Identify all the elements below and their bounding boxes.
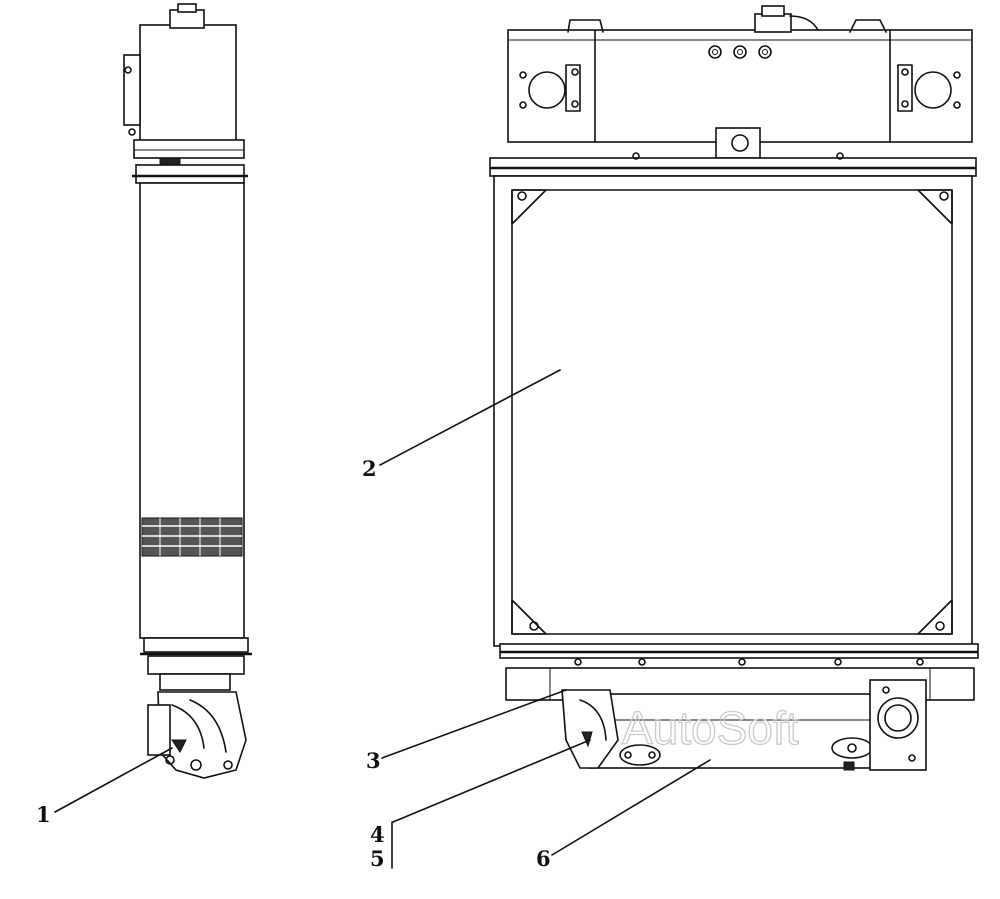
front-view-radiator — [489, 5, 979, 771]
leader-lines — [54, 369, 711, 869]
side-view-radiator — [123, 3, 252, 779]
side-view-core — [139, 182, 245, 639]
callout-6: 6 — [536, 846, 551, 871]
front-view-core — [493, 175, 973, 647]
callout-5: 5 — [370, 846, 385, 871]
side-view-outlet-elbow — [147, 691, 247, 779]
callout-1: 1 — [36, 802, 51, 827]
front-view-top-tank — [489, 5, 977, 186]
callout-3: 3 — [366, 748, 381, 773]
side-view-top-tank — [123, 3, 248, 184]
front-view-bottom-tank — [499, 643, 979, 771]
side-view-bottom-tank — [140, 637, 252, 691]
watermark-text: AutoSoft — [622, 702, 799, 754]
callout-4: 4 — [370, 822, 385, 847]
callout-2: 2 — [362, 456, 377, 481]
